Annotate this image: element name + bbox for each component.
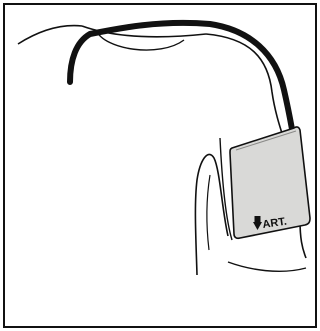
arrow-stem <box>255 216 261 222</box>
